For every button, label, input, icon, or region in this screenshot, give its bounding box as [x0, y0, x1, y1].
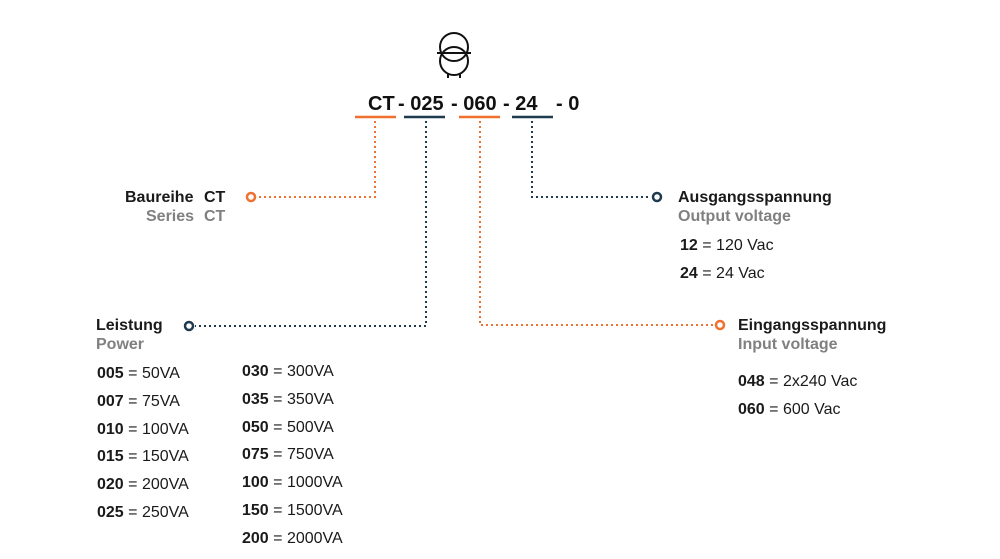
output-label-en: Output voltage — [678, 208, 791, 225]
code-output: - 24 — [503, 93, 538, 115]
code-power: - 025 — [398, 93, 444, 115]
line-power — [195, 121, 427, 327]
code-input: - 060 — [451, 93, 497, 115]
dot-input — [714, 319, 726, 331]
series-label-de: Baureihe — [125, 189, 194, 206]
input-label-en: Input voltage — [738, 336, 838, 353]
series-label-en: Series — [146, 208, 195, 225]
power-code: 050 — [242, 418, 269, 436]
power-value: = 300VA — [273, 363, 334, 380]
power-option: 035 = 350VA — [242, 391, 343, 419]
input-option: 048 = 2x240 Vac — [738, 373, 858, 390]
power-option: 010 = 100VA — [97, 421, 189, 449]
power-code: 025 — [97, 503, 124, 521]
input-label-de: Eingangsspannung — [738, 317, 887, 334]
power-value: = 350VA — [273, 390, 334, 408]
power-value: = 250VA — [128, 503, 189, 521]
output-option: 12 = 120 Vac — [680, 237, 774, 254]
power-code: 035 — [242, 390, 269, 408]
line-series — [256, 121, 376, 198]
power-code: 030 — [242, 363, 269, 380]
power-code: 200 — [242, 529, 269, 547]
dot-output — [651, 191, 663, 203]
power-value: = 75VA — [128, 392, 180, 410]
power-option: 025 = 250VA — [97, 504, 189, 532]
power-value: = 500VA — [273, 418, 334, 436]
power-code: 007 — [97, 392, 124, 410]
power-option: 050 = 500VA — [242, 419, 343, 447]
power-option: 200 = 2000VA — [242, 530, 343, 558]
dot-series — [245, 191, 257, 203]
power-value: = 1000VA — [273, 474, 343, 492]
output-option: 24 = 24 Vac — [680, 265, 765, 282]
power-code: 015 — [97, 448, 124, 466]
power-label-de: Leistung — [96, 317, 163, 334]
power-value: = 150VA — [128, 448, 189, 466]
power-option: 015 = 150VA — [97, 448, 189, 476]
power-value: = 2000VA — [273, 529, 343, 547]
power-value: = 750VA — [273, 446, 334, 464]
power-option: 030 = 300VA — [242, 363, 343, 391]
power-value: = 50VA — [128, 365, 180, 382]
power-code: 100 — [242, 474, 269, 492]
line-output — [531, 121, 650, 198]
power-option: 100 = 1000VA — [242, 474, 343, 502]
code-suffix: - 0 — [556, 93, 580, 115]
power-code: 150 — [242, 501, 269, 519]
line-input — [479, 121, 714, 326]
code-series: CT — [368, 93, 395, 115]
power-code: 075 — [242, 446, 269, 464]
power-code: 020 — [97, 476, 124, 494]
power-code: 010 — [97, 420, 124, 438]
power-code: 005 — [97, 365, 124, 382]
power-value: = 1500VA — [273, 501, 343, 519]
output-label-de: Ausgangsspannung — [678, 189, 832, 206]
power-option: 020 = 200VA — [97, 476, 189, 504]
power-option: 075 = 750VA — [242, 446, 343, 474]
power-option: 007 = 75VA — [97, 393, 189, 421]
input-option: 060 = 600 Vac — [738, 401, 841, 418]
series-value: CT — [204, 189, 226, 206]
power-option: 150 = 1500VA — [242, 502, 343, 530]
power-value: = 200VA — [128, 476, 189, 494]
power-option: 005 = 50VA — [97, 365, 189, 393]
series-value-en: CT — [204, 208, 226, 225]
transformer-icon — [437, 32, 471, 78]
power-value: = 100VA — [128, 420, 189, 438]
power-label-en: Power — [96, 336, 145, 353]
dot-power — [183, 320, 195, 332]
